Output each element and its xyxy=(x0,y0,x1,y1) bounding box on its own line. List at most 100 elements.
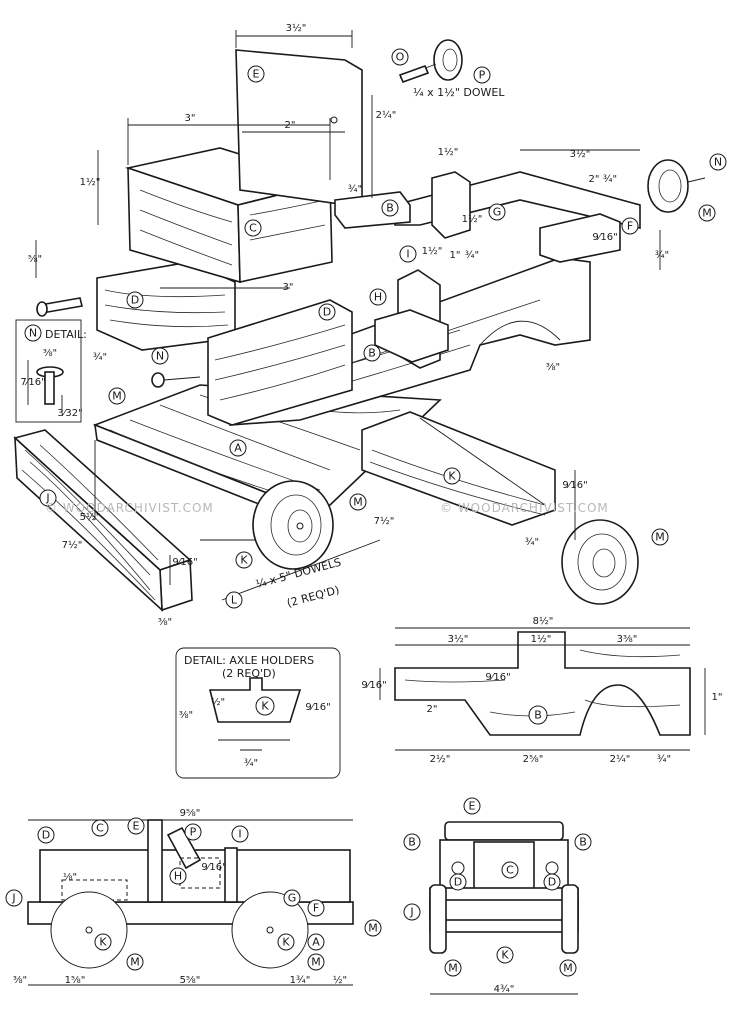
dim-j-9-16: 9⁄16" xyxy=(172,557,197,568)
label-p: P xyxy=(479,69,486,82)
label-o: O xyxy=(396,51,405,64)
label-c: C xyxy=(249,222,257,235)
label-n1: N xyxy=(714,156,722,169)
label-a1: A xyxy=(234,442,242,455)
label-side-p: P xyxy=(190,826,197,839)
label-front-d2: D xyxy=(548,876,556,889)
dim-windshield-h: 2¼" xyxy=(376,109,397,121)
dim-3-4-a: ¾" xyxy=(348,184,362,195)
label-side-a: A xyxy=(312,936,320,949)
wheel-m-rear xyxy=(561,519,639,605)
dim-a-5-1-2: 5½" xyxy=(80,511,101,523)
dim-side-1-5-8: 1⅝" xyxy=(65,975,86,986)
label-front-m1: M xyxy=(448,962,458,975)
part-g-frame xyxy=(334,171,641,263)
dim-i-3-4: ¾" xyxy=(465,250,479,261)
exploded-dimension-lines xyxy=(35,30,661,601)
dim-b-2: 2" xyxy=(427,704,438,715)
dim-b-3-4: ¾" xyxy=(657,754,671,765)
part-b-side-view: B 8½" 3½" 1½" 3⅜" 9⁄16" 9⁄16" 1" 2" 2½" … xyxy=(361,615,722,765)
label-j1: J xyxy=(45,492,49,505)
front-elevation: 4¾" E B B C D D J K M M xyxy=(403,797,592,995)
side-elevation: 9⅝" 5⅝" 1⅝" 1¾" ½" ⅜" ⅛" 9⁄16" D C E P I… xyxy=(5,808,382,986)
wheel-p-top xyxy=(398,39,463,84)
dim-d-3-4: ¾" xyxy=(93,352,107,363)
dim-axle-1-4: ½" xyxy=(211,696,225,708)
label-h: H xyxy=(374,291,382,304)
label-i: I xyxy=(406,248,409,261)
label-d1: D xyxy=(131,294,139,307)
label-side-m3: M xyxy=(311,956,321,969)
dim-n-3-8: ⅜" xyxy=(43,348,57,359)
dim-b-2-1-4: 2¼" xyxy=(610,753,631,765)
label-front-b1: B xyxy=(408,836,416,849)
dim-f-mid: 9⁄16" xyxy=(592,232,617,243)
dim-i-1: 1" xyxy=(450,250,461,261)
dim-b-depth: ⅜" xyxy=(546,362,560,373)
dim-side-9-16: 9⁄16" xyxy=(201,862,226,873)
label-l: L xyxy=(231,594,238,607)
label-side-k2: K xyxy=(282,936,290,949)
dim-b-2-1-2: 2½" xyxy=(430,753,451,765)
dim-side-1-3-4: 1¾" xyxy=(290,975,311,986)
label-k2: K xyxy=(240,554,248,567)
dim-k-7-1-2: 7½" xyxy=(374,515,395,527)
label-side-h: H xyxy=(174,870,182,883)
dim-side-9-5-8: 9⅝" xyxy=(180,808,201,819)
label-side-j: J xyxy=(11,892,15,905)
label-front-m2: M xyxy=(563,962,573,975)
detail-axle-holders: DETAIL: AXLE HOLDERS (2 REQ'D) K ⅜" ½" 9… xyxy=(175,647,341,779)
dim-side-3-8: ⅜" xyxy=(13,975,27,986)
dim-d-height: ⅝" xyxy=(28,254,42,265)
label-side-k1: K xyxy=(99,936,107,949)
axle-detail-title: DETAIL: AXLE HOLDERS xyxy=(184,654,314,667)
dim-b-8-1-2: 8½" xyxy=(533,615,554,627)
part-j-bumper xyxy=(13,429,193,612)
label-side-f: F xyxy=(313,902,319,915)
label-side-c: C xyxy=(96,822,104,835)
label-side-m1: M xyxy=(368,922,378,935)
dim-b-2-5-8: 2⅝" xyxy=(523,754,544,765)
wheel-m-top xyxy=(647,159,706,213)
part-h-seatback xyxy=(374,269,449,369)
label-n-detail: N xyxy=(29,327,37,340)
label-k-axle: K xyxy=(261,700,269,713)
dim-n-7-16: 7⁄16" xyxy=(20,377,45,388)
wheel-m-front xyxy=(252,480,334,570)
dim-n-3-32: 3⁄32" xyxy=(57,408,82,419)
note-detail-n: DETAIL: xyxy=(45,328,87,341)
dim-windshield-width: 3½" xyxy=(286,22,307,34)
label-k1: K xyxy=(448,470,456,483)
label-front-c: C xyxy=(506,864,514,877)
dim-b-notch: 9⁄16" xyxy=(485,672,510,683)
watermark-right: © WOODARCHIVIST.COM xyxy=(440,501,609,515)
dim-seat-width: 3" xyxy=(185,113,196,124)
dim-side-1-2: ½" xyxy=(333,974,347,986)
dim-b-3-3-8: 3⅜" xyxy=(617,634,638,645)
dim-1-1-2-a: 1½" xyxy=(438,146,459,158)
label-front-k: K xyxy=(501,949,509,962)
dim-seat-2: 2" xyxy=(285,120,296,131)
dim-j-7-1-2: 7½" xyxy=(62,539,83,551)
pin-n-left xyxy=(36,297,201,388)
dim-frame-2: 2" xyxy=(589,174,600,185)
label-front-e: E xyxy=(469,800,476,813)
part-k-axle-holder xyxy=(361,411,556,526)
dim-b-3-1-2: 3½" xyxy=(448,633,469,645)
dim-axle-9-16: 9⁄16" xyxy=(305,702,330,713)
dim-seat-height: 1½" xyxy=(80,176,101,188)
label-side-g: G xyxy=(288,892,297,905)
dim-k-3-4: ¾" xyxy=(525,537,539,548)
part-labels: E O P C D D B B G I H F N M N M A K J M … xyxy=(24,48,727,609)
label-m1: M xyxy=(702,207,712,220)
label-m2: M xyxy=(112,390,122,403)
dim-side-1-8: ⅛" xyxy=(63,872,77,883)
dim-frame-1-1-2: 1½" xyxy=(462,213,483,225)
label-e: E xyxy=(253,68,260,81)
dim-side-5-5-8: 5⅝" xyxy=(180,975,201,986)
watermark-left: © WOODARCHIVIST.COM xyxy=(45,501,214,515)
label-side-d: D xyxy=(42,829,50,842)
axle-detail-qty: (2 REQ'D) xyxy=(222,667,276,680)
